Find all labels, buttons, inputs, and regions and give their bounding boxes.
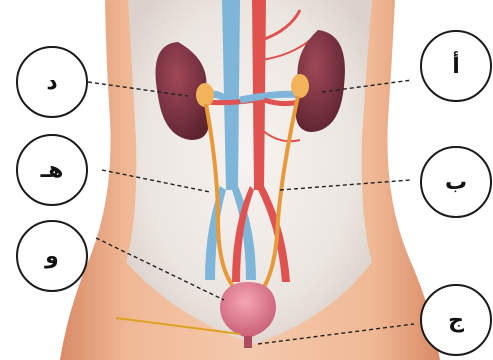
label-d: د: [16, 46, 88, 118]
label-d-text: د: [46, 70, 57, 95]
label-a: أ: [420, 30, 492, 102]
label-b: ب: [420, 146, 492, 218]
label-e-text: هـ: [41, 158, 64, 183]
label-f: و: [16, 220, 88, 292]
label-c-text: ج: [448, 308, 464, 333]
label-e: هـ: [16, 134, 88, 206]
label-f-text: و: [45, 244, 59, 269]
label-b-text: ب: [445, 170, 467, 195]
label-a-text: أ: [452, 54, 460, 79]
label-c: ج: [420, 284, 492, 356]
